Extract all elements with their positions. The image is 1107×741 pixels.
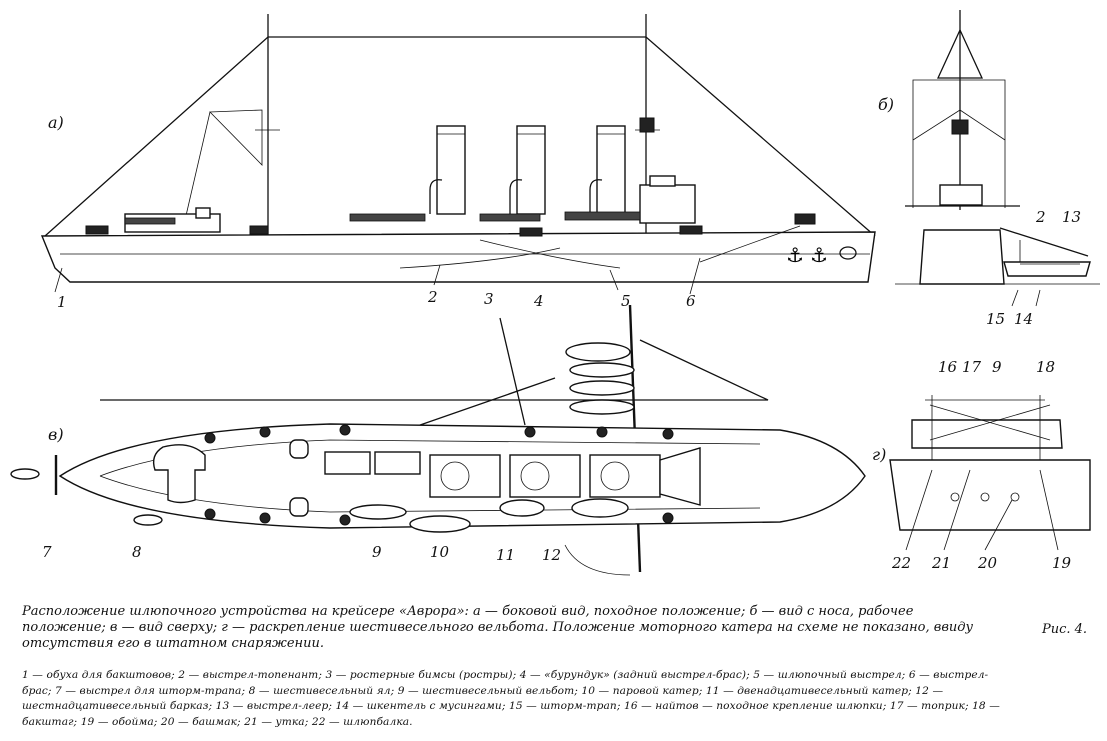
panel-label-g: г)	[872, 445, 886, 464]
figure-legend: 1 — обуха для бакштовов; 2 — выстрел-топ…	[22, 669, 1000, 728]
callout-8: 8	[132, 543, 142, 561]
callout-17: 17	[962, 358, 982, 376]
whaleboat	[911, 419, 1063, 449]
callout-12: 12	[542, 546, 561, 564]
side-view: а)	[40, 14, 876, 311]
panel-label-v: в)	[48, 425, 64, 444]
callout-20: 20	[977, 554, 998, 572]
bow-hull	[919, 229, 1005, 285]
boat-stowage-fore	[124, 217, 176, 225]
figure-caption: Расположение шлюпочного устройства на кр…	[22, 604, 974, 651]
funnel-2	[516, 125, 546, 215]
boat-stowage-aft	[564, 211, 641, 221]
callout-18: 18	[1036, 358, 1055, 376]
callout-15: 15	[986, 310, 1005, 328]
callout-2: 2	[427, 288, 438, 306]
funnel-1	[436, 125, 466, 215]
funnel-3	[596, 125, 626, 215]
callout-11: 11	[496, 546, 515, 564]
top-view: в)	[10, 304, 866, 576]
callout-10: 10	[430, 543, 450, 561]
hull-side	[40, 231, 876, 283]
callout-7: 7	[42, 543, 52, 561]
callout-19: 19	[1052, 554, 1072, 572]
detail-view: г) 16 17 9 18 22 21 20 19	[872, 358, 1091, 572]
callout-21: 21	[931, 554, 951, 572]
callout-2-front: 2	[1035, 208, 1046, 226]
rigging-stays	[44, 36, 876, 237]
callout-6: 6	[686, 292, 696, 310]
callout-13: 13	[1062, 208, 1081, 226]
callout-9: 9	[372, 543, 382, 561]
front-view: б) 2 13 15 14	[878, 10, 1100, 328]
callout-5: 5	[621, 292, 631, 310]
callout-16: 16	[938, 358, 958, 376]
panel-label-b: б)	[878, 95, 894, 114]
callout-3: 3	[484, 290, 494, 308]
anchor-icon: ⚓	[786, 243, 804, 267]
callout-1: 1	[57, 293, 67, 311]
callout-14: 14	[1014, 310, 1033, 328]
callout-22: 22	[891, 554, 911, 572]
callout-9-detail: 9	[992, 358, 1002, 376]
figure-label: Рис. 4.	[1042, 622, 1088, 637]
panel-label-a: а)	[48, 113, 64, 132]
boat-stowage-mid	[349, 213, 426, 222]
callout-4: 4	[533, 292, 544, 310]
anchor-icon: ⚓	[810, 243, 828, 267]
